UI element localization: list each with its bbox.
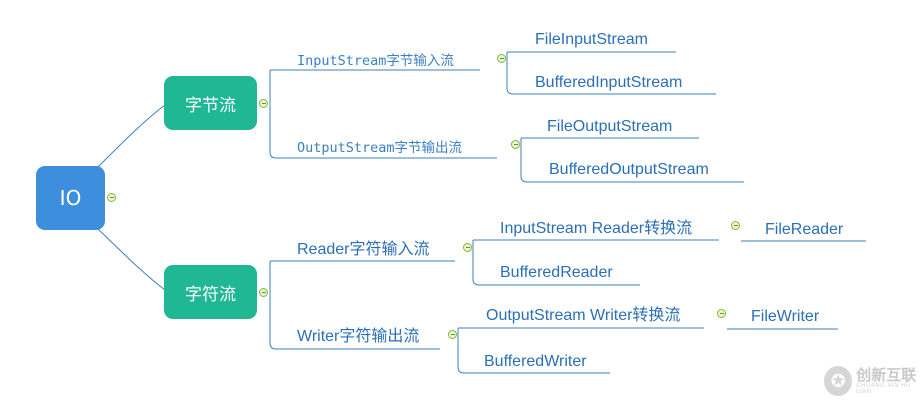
label-outputstream[interactable]: OutputStream字节输出流 — [297, 140, 463, 156]
node-char-stream[interactable]: 字符流 — [164, 265, 257, 319]
collapse-toggle-byte-stream[interactable] — [259, 99, 268, 108]
label-filereader[interactable]: FileReader — [765, 221, 844, 238]
connector-writer-children — [457, 327, 704, 374]
label-reader[interactable]: Reader字符输入流 — [297, 241, 430, 258]
collapse-toggle-outputstreamwriter[interactable] — [717, 309, 726, 318]
connector-root-bytes — [96, 104, 166, 169]
collapse-toggle-outputstream[interactable] — [511, 140, 520, 149]
label-bufferedinputstream[interactable]: BufferedInputStream — [535, 74, 683, 91]
node-byte-stream[interactable]: 字节流 — [164, 76, 257, 130]
node-byte-stream-label: 字节流 — [185, 95, 236, 116]
label-inputstreamreader[interactable]: InputStream Reader转换流 — [500, 220, 693, 237]
connector-chars-branches — [269, 260, 455, 350]
root-node-io[interactable]: IO — [36, 166, 105, 230]
connector-bytes-branches — [269, 69, 497, 159]
connector-inputstream-children — [506, 51, 716, 95]
collapse-toggle-inputstream[interactable] — [497, 54, 506, 63]
label-bufferedoutputstream[interactable]: BufferedOutputStream — [549, 161, 709, 178]
connector-root-chars — [96, 227, 166, 291]
watermark: ✪ 创新互联 CHUANG XIN HU LIAN — [824, 366, 924, 396]
label-fileoutputstream[interactable]: FileOutputStream — [547, 118, 673, 135]
label-outputstreamwriter[interactable]: OutputStream Writer转换流 — [486, 307, 681, 324]
node-char-stream-label: 字符流 — [185, 284, 236, 305]
watermark-subtext: CHUANG XIN HU LIAN — [856, 382, 911, 395]
label-bufferedreader[interactable]: BufferedReader — [500, 264, 613, 281]
connector-reader-children — [472, 239, 719, 286]
label-fileinputstream[interactable]: FileInputStream — [535, 31, 648, 48]
root-node-label: IO — [59, 186, 82, 210]
label-bufferedwriter[interactable]: BufferedWriter — [484, 353, 587, 370]
watermark-text: 创新互联 — [856, 365, 917, 384]
label-filewriter[interactable]: FileWriter — [751, 308, 820, 325]
collapse-toggle-io[interactable] — [107, 193, 116, 202]
label-writer[interactable]: Writer字符输出流 — [297, 328, 420, 345]
label-inputstream[interactable]: InputStream字节输入流 — [297, 53, 454, 69]
connector-outputstream-children — [520, 137, 744, 183]
collapse-toggle-inputstreamreader[interactable] — [731, 221, 740, 230]
chuangxin-logo-icon: ✪ — [824, 366, 853, 396]
collapse-toggle-writer[interactable] — [448, 330, 457, 339]
collapse-toggle-reader[interactable] — [463, 243, 472, 252]
collapse-toggle-char-stream[interactable] — [259, 288, 268, 297]
